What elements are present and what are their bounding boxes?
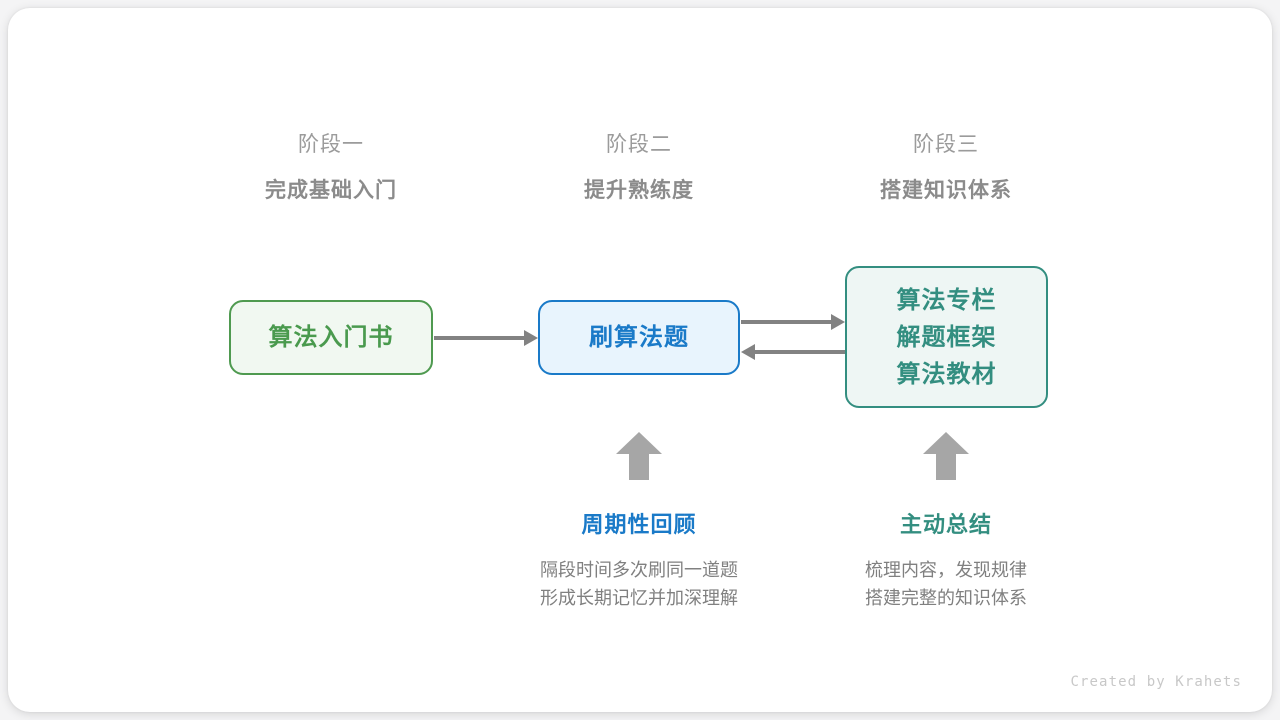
- arrow-shaft: [754, 350, 845, 354]
- up-arrow-summary-icon: [923, 432, 969, 480]
- node-practice-problems[interactable]: 刷算法题: [538, 300, 740, 375]
- stage-2-name: 阶段二: [606, 133, 672, 156]
- note-active-summary-body: 梳理内容，发现规律 搭建完整的知识体系: [786, 556, 1106, 612]
- stage-header-2: 阶段二 提升熟练度: [489, 130, 789, 206]
- up-arrow-review-icon: [616, 432, 662, 480]
- node-knowledge-system-line-1: 算法专栏: [896, 286, 997, 314]
- stage-1-goal: 完成基础入门: [265, 179, 397, 202]
- arrow-shaft: [434, 336, 525, 340]
- node-knowledge-system[interactable]: 算法专栏 解题框架 算法教材: [845, 266, 1048, 408]
- note-body-line-1: 梳理内容，发现规律: [865, 560, 1027, 580]
- note-active-summary: 主动总结 梳理内容，发现规律 搭建完整的知识体系: [786, 510, 1106, 612]
- note-periodic-review: 周期性回顾 隔段时间多次刷同一道题 形成长期记忆并加深理解: [479, 510, 799, 612]
- node-knowledge-system-line-2: 解题框架: [896, 323, 997, 351]
- stage-2-goal: 提升熟练度: [584, 179, 694, 202]
- stage-header-3: 阶段三 搭建知识体系: [796, 130, 1096, 206]
- arrow-head: [524, 330, 538, 346]
- node-practice-problems-line-1: 刷算法题: [589, 324, 689, 351]
- node-algorithm-book-line-1: 算法入门书: [268, 324, 394, 351]
- node-algorithm-book[interactable]: 算法入门书: [229, 300, 433, 375]
- note-active-summary-title: 主动总结: [899, 512, 992, 537]
- note-periodic-review-title: 周期性回顾: [581, 512, 697, 537]
- note-body-line-2: 搭建完整的知识体系: [865, 588, 1027, 608]
- stage-1-name: 阶段一: [298, 133, 364, 156]
- arrow-head: [741, 344, 755, 360]
- arrow-head: [831, 314, 845, 330]
- arrow-book-to-practice-icon: [434, 330, 538, 346]
- stage-header-1: 阶段一 完成基础入门: [181, 130, 481, 206]
- arrow-practice-to-system-icon: [741, 314, 845, 330]
- note-body-line-1: 隔段时间多次刷同一道题: [540, 560, 738, 580]
- credit-label: Created by Krahets: [1070, 674, 1242, 690]
- note-periodic-review-body: 隔段时间多次刷同一道题 形成长期记忆并加深理解: [479, 556, 799, 612]
- arrow-shaft: [936, 453, 956, 480]
- arrow-head: [616, 432, 662, 454]
- node-knowledge-system-line-3: 算法教材: [896, 360, 997, 388]
- arrow-system-to-practice-icon: [741, 344, 845, 360]
- stage-3-name: 阶段三: [913, 133, 979, 156]
- arrow-shaft: [741, 320, 832, 324]
- stage-3-goal: 搭建知识体系: [880, 179, 1012, 202]
- arrow-head: [923, 432, 969, 454]
- arrow-shaft: [629, 453, 649, 480]
- note-body-line-2: 形成长期记忆并加深理解: [540, 588, 738, 608]
